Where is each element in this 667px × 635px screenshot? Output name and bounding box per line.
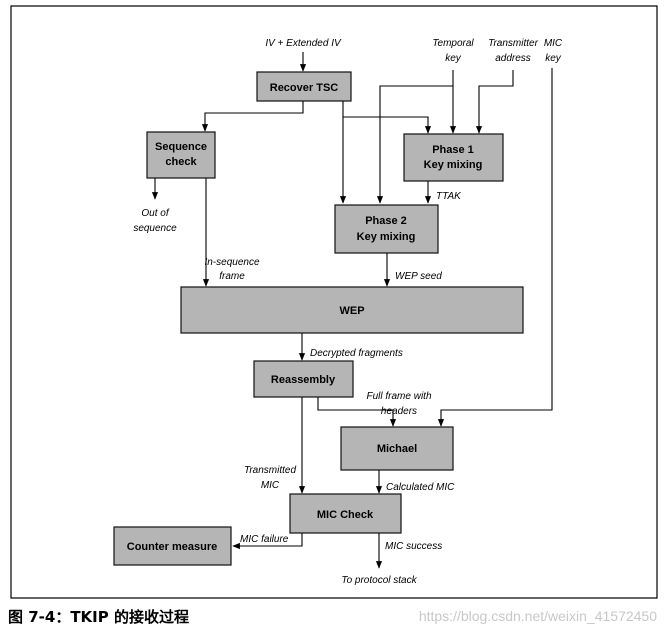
edge-recover-tsc-to-sequence-check bbox=[201, 101, 304, 132]
mic-check-node: MIC Check bbox=[289, 493, 402, 534]
decrypted-fragments-label: Decrypted fragments bbox=[310, 348, 403, 359]
michael-node: Michael bbox=[340, 426, 454, 471]
mic-success-label: MIC success bbox=[385, 541, 442, 552]
sequence-check-label-line2: check bbox=[165, 156, 197, 168]
iv-input-label: IV + Extended IV bbox=[265, 38, 342, 49]
phase1-node: Phase 1 Key mixing bbox=[403, 133, 504, 182]
edges bbox=[151, 52, 553, 569]
mic-key-label-line1: MIC bbox=[544, 38, 563, 49]
mic-check-label: MIC Check bbox=[317, 509, 374, 521]
recover-tsc-label: Recover TSC bbox=[270, 82, 339, 94]
in-sequence-frame-label-line2: frame bbox=[219, 271, 245, 282]
mic-failure-label: MIC failure bbox=[240, 534, 289, 545]
full-frame-label-line1: Full frame with bbox=[366, 391, 431, 402]
counter-measure-node: Counter measure bbox=[113, 526, 232, 566]
counter-measure-label: Counter measure bbox=[127, 541, 217, 553]
transmitted-mic-label-line2: MIC bbox=[261, 480, 280, 491]
edge-recover-tsc-to-phase1 bbox=[343, 116, 432, 134]
reassembly-label: Reassembly bbox=[271, 374, 336, 386]
edge-reassembly-to-michael bbox=[317, 397, 397, 427]
out-of-sequence-label-line2: sequence bbox=[133, 223, 177, 234]
out-of-sequence-label-line1: Out of bbox=[141, 208, 169, 219]
to-protocol-stack-label: To protocol stack bbox=[341, 575, 417, 586]
temporal-key-label-line1: Temporal bbox=[432, 38, 474, 49]
sequence-check-label-line1: Sequence bbox=[155, 141, 207, 153]
temporal-key-label-line2: key bbox=[445, 53, 462, 64]
sequence-check-node: Sequence check bbox=[146, 131, 216, 179]
michael-label: Michael bbox=[377, 443, 417, 455]
phase1-label-line1: Phase 1 bbox=[432, 144, 474, 156]
transmitter-address-label-line1: Transmitter bbox=[488, 38, 538, 49]
wep-label: WEP bbox=[339, 305, 364, 317]
transmitter-address-label-line2: address bbox=[495, 53, 531, 64]
wep-node: WEP bbox=[180, 286, 524, 334]
edge-mic-check-to-counter-measure bbox=[232, 533, 303, 550]
transmitted-mic-label-line1: Transmitted bbox=[244, 465, 296, 476]
phase2-label-line1: Phase 2 bbox=[365, 215, 407, 227]
recover-tsc-node: Recover TSC bbox=[256, 71, 352, 102]
reassembly-node: Reassembly bbox=[253, 360, 354, 398]
edge-transmitter-address-to-phase1 bbox=[475, 70, 514, 134]
full-frame-label-line2: headers bbox=[381, 406, 417, 417]
mic-key-label-line2: key bbox=[545, 53, 562, 64]
calculated-mic-label: Calculated MIC bbox=[386, 482, 455, 493]
figure-caption: 图 7-4：TKIP 的接收过程 bbox=[8, 608, 189, 626]
ttak-label: TTAK bbox=[436, 191, 462, 202]
phase1-label-line2: Key mixing bbox=[424, 159, 483, 171]
wep-seed-label: WEP seed bbox=[395, 271, 442, 282]
phase2-node: Phase 2 Key mixing bbox=[334, 204, 439, 254]
diagram-frame bbox=[10, 5, 658, 599]
phase2-label-line2: Key mixing bbox=[357, 231, 416, 243]
in-sequence-frame-label-line1: In-sequence bbox=[204, 257, 259, 268]
edge-mic-key-to-michael bbox=[437, 68, 553, 427]
edge-temporal-key-to-phase2 bbox=[376, 85, 453, 204]
source-watermark: https://blog.csdn.net/weixin_41572450 bbox=[418, 608, 657, 624]
